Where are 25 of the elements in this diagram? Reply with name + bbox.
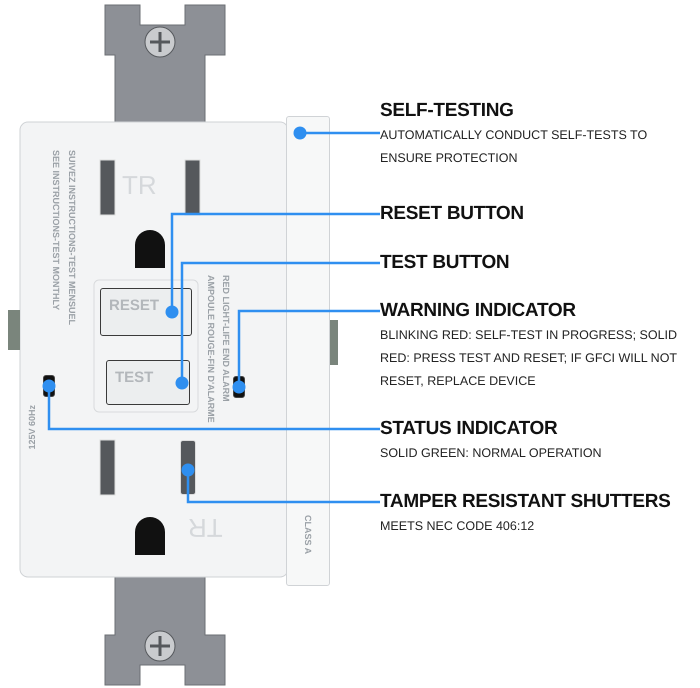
callout-heading: TEST BUTTON <box>380 251 510 275</box>
leader-line <box>182 464 380 504</box>
printed-marking: AMPOULE ROUGE-FIN D'ALARME <box>205 275 216 423</box>
callout-text: BLINKING RED: SELF-TEST IN PROGRESS; SOLID RED: PRESS TEST AND RESET; IF GFCI WILL NOT RESET, REPLACE DEVICE <box>380 327 678 390</box>
printed-marking: RED LIGHT-LIFE END ALARM <box>220 275 231 402</box>
callout-text: MEETS NEC CODE 406:12 <box>380 518 536 535</box>
callout-text: SOLID GREEN: NORMAL OPERATION <box>380 445 603 462</box>
callout-heading: RESET BUTTON <box>380 202 524 226</box>
printed-marking: SEE INSTRUCTIONS-TEST MONTHLY <box>50 150 61 310</box>
callout-heading: SELF-TESTING <box>380 99 515 123</box>
printed-marking: SUIVEZ INSTRUCTIONS-TEST MENSUEL <box>66 150 77 326</box>
printed-marking: CLASS A <box>302 515 313 554</box>
leader-line <box>294 126 380 140</box>
printed-marking: 125V 60Hz <box>27 405 38 450</box>
side-housing <box>286 116 330 586</box>
callout-heading: WARNING INDICATOR <box>380 299 577 323</box>
leader-line <box>176 262 380 390</box>
leader-line <box>42 380 380 430</box>
leader-line <box>166 212 380 318</box>
callout-heading: TAMPER RESISTANT SHUTTERS <box>380 490 672 514</box>
test-button: TEST <box>106 360 190 405</box>
callout-text: AUTOMATICALLY CONDUCT SELF-TESTS TO ENSURE PROTECTION <box>380 127 648 167</box>
leader-line <box>232 310 380 394</box>
callout-heading: STATUS INDICATOR <box>380 417 558 441</box>
reset-button: RESET <box>100 288 192 336</box>
